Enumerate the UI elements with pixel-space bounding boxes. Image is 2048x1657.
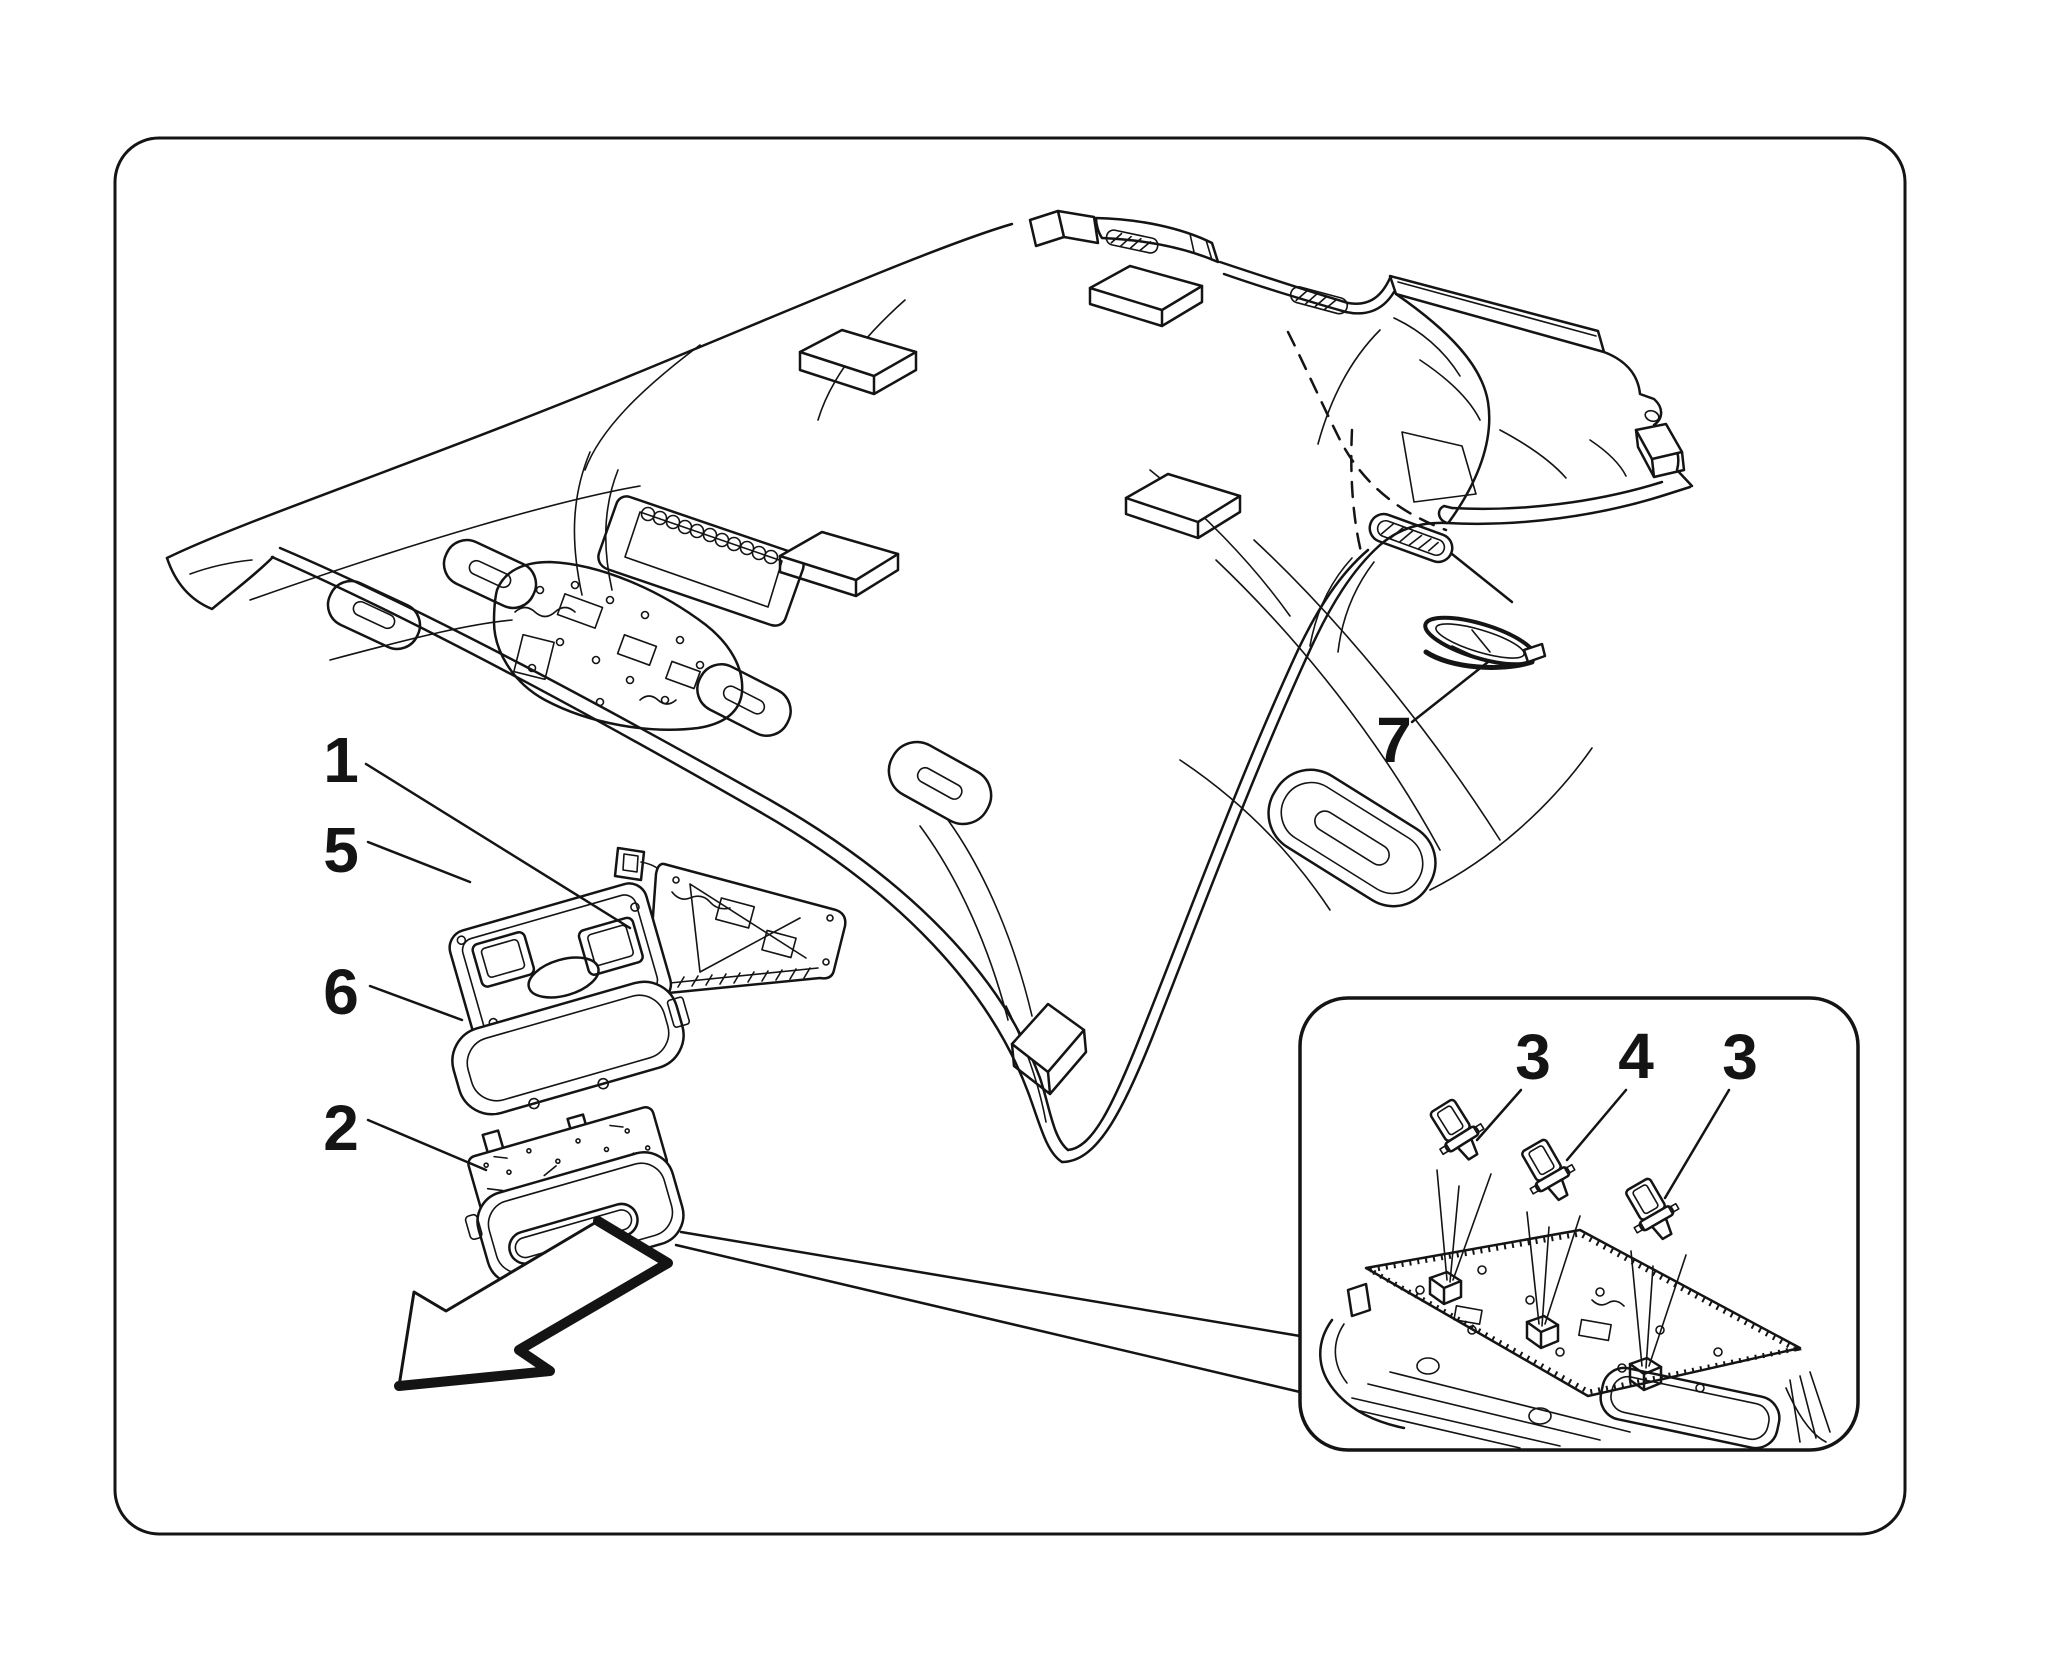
inset-light-unit: [1319, 1228, 1831, 1450]
callout-2-label: 2: [323, 1092, 359, 1164]
rear-apex-bracket: [1028, 209, 1396, 315]
scallop-holes: [640, 506, 779, 565]
callout-7-label: 7: [1376, 704, 1412, 776]
bulb-part4-middle: [1521, 1138, 1576, 1202]
rear-right-trim: [1317, 274, 1694, 526]
leader-line-4: [1565, 1088, 1628, 1162]
inset-frame: [1298, 996, 1860, 1452]
detail-reference-line-lower: [674, 1243, 1302, 1394]
part6-lens-frame: [451, 980, 691, 1116]
grab-handle-recesses: [326, 538, 1437, 908]
foam-pad-block: [1088, 264, 1204, 328]
direction-arrow: [394, 1216, 673, 1391]
callout-5-label: 5: [323, 814, 359, 886]
dashed-hidden-lines: [1286, 330, 1448, 558]
leader-line-5: [366, 840, 472, 884]
leader-line-6: [368, 984, 464, 1022]
console-circuit-details: [513, 580, 705, 707]
inset-pcb-details: [1415, 1265, 1723, 1393]
outer-frame: [113, 136, 1907, 1536]
callout-leader-lines: [364, 660, 1490, 1394]
lamp-opening-slot: [1368, 512, 1514, 604]
bulb-socket: [1428, 1270, 1463, 1306]
detail-reference-line-upper: [679, 1230, 1302, 1338]
inset-housing: [1319, 1282, 1831, 1450]
foam-pad-blocks: [778, 264, 1242, 1096]
bulb-insertion-leaders: [1436, 1169, 1687, 1369]
foam-pad-block: [798, 328, 918, 396]
foam-pad-block: [778, 530, 900, 598]
leader-line-3-right: [1663, 1088, 1731, 1200]
foam-pad-block: [1010, 1002, 1088, 1096]
foam-pad-block: [1124, 472, 1242, 540]
leader-line-3-left: [1475, 1088, 1523, 1142]
bulb-part3-left: [1429, 1098, 1485, 1161]
bulb-part3-right: [1625, 1177, 1680, 1241]
part1-lamp-support: [613, 846, 847, 996]
callout-3-left-label: 3: [1515, 1021, 1551, 1093]
windshield-corner-flap: [165, 555, 275, 611]
roof-headliner-panel: [165, 222, 1593, 1164]
headliner-front-edge: [270, 546, 1070, 1164]
lamp-lens-part7: [1423, 615, 1547, 670]
callout-4-label: 4: [1618, 1020, 1654, 1092]
callout-6-label: 6: [323, 956, 359, 1028]
inset-detail-box: 3 4 3: [1298, 996, 1860, 1452]
overhead-console: [492, 451, 805, 731]
callout-3-right-label: 3: [1722, 1021, 1758, 1093]
inset-callout-leaders: [1475, 1088, 1731, 1200]
leader-line-2: [366, 1118, 488, 1172]
callout-1-label: 1: [323, 724, 359, 796]
leader-line-7: [1410, 660, 1490, 724]
leader-line-1: [364, 762, 632, 930]
